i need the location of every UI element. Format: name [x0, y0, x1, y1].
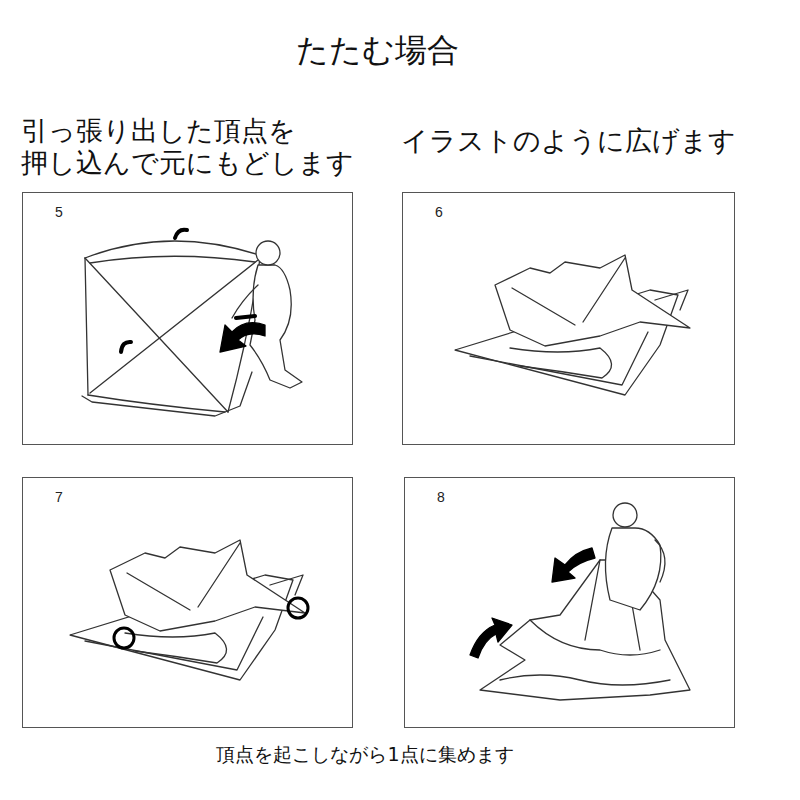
corner-marker	[288, 598, 308, 618]
tent-fabric	[480, 560, 690, 700]
tent-corner	[270, 575, 303, 595]
tent-corner	[655, 290, 688, 310]
step-panel: 8	[404, 477, 735, 728]
tent-pole	[85, 258, 228, 412]
step-panel: 引っ張り出した頂点を 押し込んで元にもどします5	[22, 192, 353, 445]
tent-handle	[121, 342, 131, 352]
tent-pole	[198, 543, 240, 607]
person-head	[613, 503, 637, 527]
step-number: 7	[55, 489, 63, 505]
push-arrow	[220, 323, 265, 352]
step-panel: イラストのように広げます6	[402, 192, 735, 445]
page-caption: 頂点を起こしながら1点に集めます	[0, 742, 730, 766]
tent-pole	[585, 560, 600, 640]
gather-arrow	[552, 548, 595, 582]
person	[605, 528, 660, 610]
tent-flat	[70, 540, 305, 680]
tent-flat	[455, 255, 690, 395]
person-arm	[232, 285, 258, 318]
step-instruction: イラストのように広げます	[401, 125, 781, 157]
tent-pole	[127, 573, 190, 610]
tent-pole	[583, 258, 625, 322]
step-number: 5	[55, 204, 63, 220]
person-head	[256, 241, 280, 265]
tent-crumple	[500, 675, 670, 685]
tent-fabric	[110, 540, 305, 631]
person-arm	[655, 540, 665, 582]
tent-edge	[90, 256, 255, 263]
page-title: たたむ場合	[0, 30, 755, 70]
tent-crumple	[530, 620, 660, 655]
push-mark	[236, 316, 255, 318]
tent-handle	[175, 230, 187, 238]
tent-pole	[512, 288, 575, 325]
tent-cube	[82, 230, 302, 416]
step-number: 8	[437, 489, 445, 505]
step-number: 6	[435, 204, 443, 220]
tent-edge	[85, 258, 88, 395]
tent-skirt	[82, 372, 252, 416]
step-panel: 7	[22, 477, 353, 728]
tent-fabric	[495, 255, 690, 346]
tent-gather	[470, 503, 690, 700]
tent-roof	[85, 241, 262, 258]
tent-crumple	[510, 348, 612, 378]
gather-arrow	[470, 618, 512, 658]
step-instruction: 引っ張り出した頂点を 押し込んで元にもどします	[21, 115, 401, 179]
corner-marker	[114, 628, 134, 648]
tent-pole	[90, 260, 258, 393]
tent-crumple	[125, 633, 227, 663]
